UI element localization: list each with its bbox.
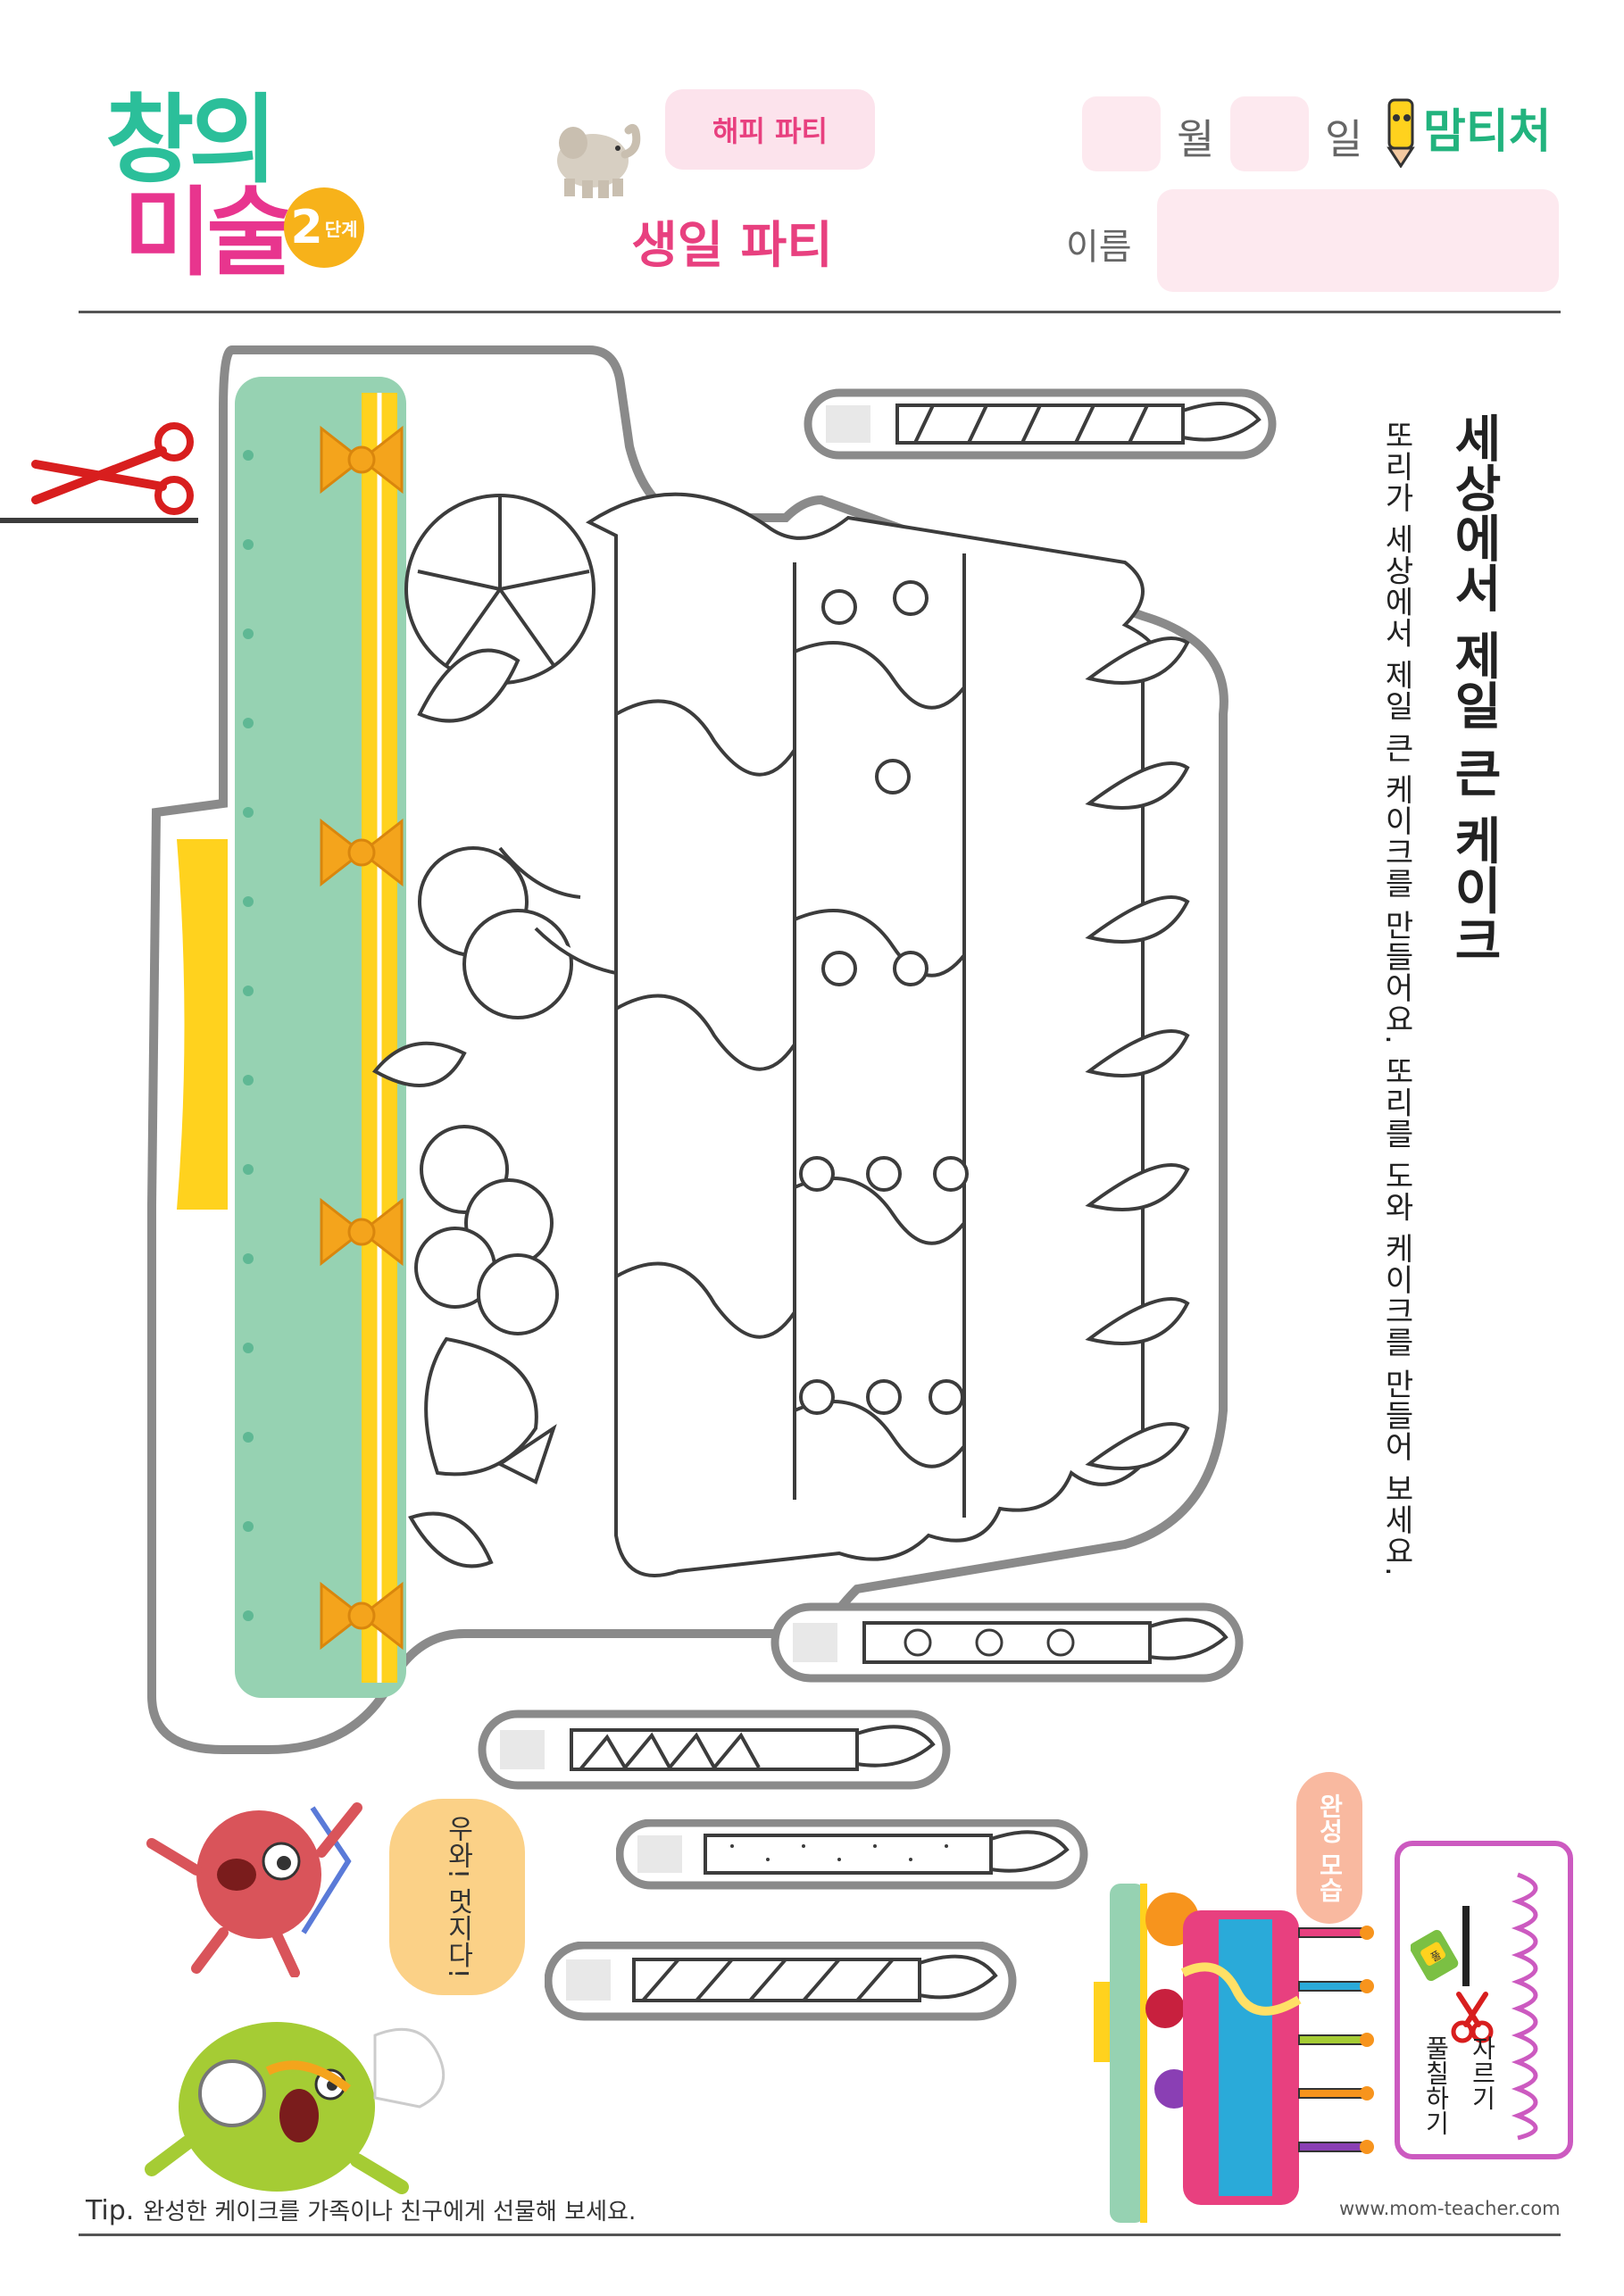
level-number: 2 [290,201,323,254]
cake-dot-pattern [799,580,969,1415]
candle-cutout-striped [545,1942,1017,2021]
cake-mint-frill [235,377,406,1698]
cake-flame-outlines [1085,636,1190,1470]
scissors-icon [31,422,194,515]
tip-text: 완성한 케이크를 가족이나 친구에게 선물해 보세요. [143,2199,637,2225]
header-divider [79,311,1561,313]
candle-cutouts [478,388,1277,1790]
month-label: 월 [1177,115,1215,163]
website-url[interactable]: www.mom-teacher.com [1339,2198,1561,2219]
fruit-outlines [371,494,617,1568]
footer-divider [79,2234,1561,2236]
month-input[interactable] [1082,96,1161,171]
page-title: 생일 파티 [631,217,833,275]
activity-title: 세상에서 제일 큰 케이크 [1445,412,1503,965]
tip-label: Tip. [86,2195,135,2226]
bow-icons [320,425,404,1651]
legend-wavy-border [1511,1872,1538,2141]
red-monster-character [146,1802,362,1977]
cake-cutout-sheet [0,345,1277,1790]
candle-cutout-dotted [616,1819,1088,1890]
cake-body-outline [585,492,1159,1577]
name-label: 이름 [1066,227,1132,268]
green-monster-character [145,2022,446,2194]
legend-cut-label: 자르기 [1468,2035,1497,2110]
elephant-icon [557,123,641,198]
day-label: 일 [1325,115,1363,163]
logo-text-top: 창의 [105,85,278,196]
legend-paste-label: 풀칠하기 [1421,2035,1451,2135]
logo-text-bottom: 미술 [123,178,296,289]
glue-stick-icon: 풀 [1411,1929,1459,1982]
name-input[interactable] [1157,189,1559,292]
pencil-mascot-icon [1387,98,1415,168]
completed-cake-preview-image [1094,1884,1374,2223]
level-badge: 2 단계 [284,187,364,268]
theme-tag: 해피 파티 [665,89,875,170]
cake-yellow-base [177,839,228,1210]
level-unit: 단계 [324,218,358,240]
scissors-legend-icon [1451,1992,1494,2043]
footer-tip: Tip. 완성한 케이크를 가족이나 친구에게 선물해 보세요. [86,2193,636,2226]
brand-logo: 맘티처 [1423,105,1552,159]
activity-description: 또리가 세상에서 제일 큰 케이크를 만들어요. 또리를 도와 케이크를 만들어… [1378,420,1414,1577]
day-input[interactable] [1230,96,1309,171]
speech-bubble: 우와! 멋지다! [389,1799,525,1995]
completed-label: 완성 모습 [1296,1772,1362,1924]
cut-line-icon [1462,1906,1470,1986]
